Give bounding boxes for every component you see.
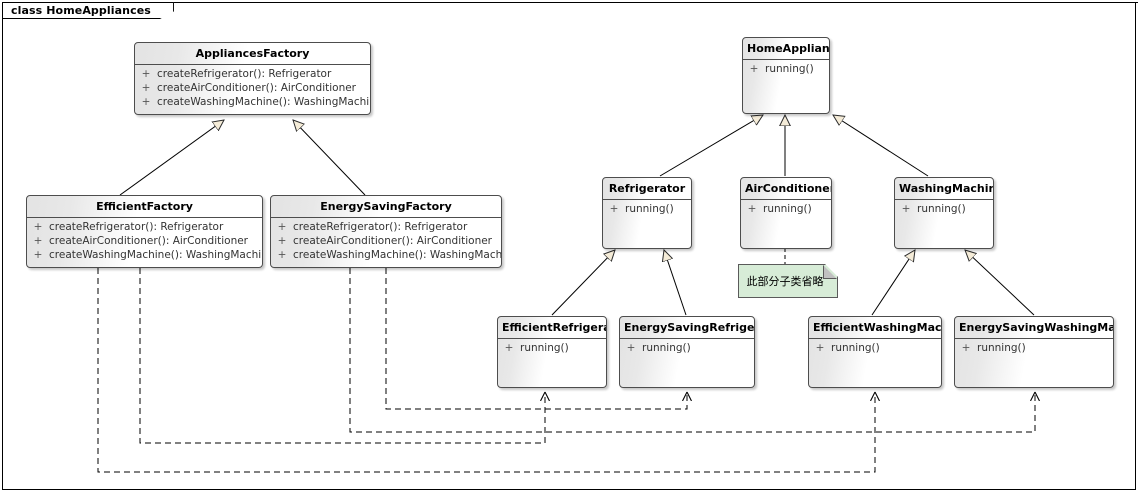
member-signature: running() [763,203,812,215]
member-signature: running() [765,63,814,75]
visibility-marker: + [277,249,287,261]
member-signature: running() [977,342,1026,354]
visibility-marker: + [504,342,514,354]
class-name: EnergySavingRefrigerator [620,317,754,339]
class-efficient-factory[interactable]: EfficientFactory + createRefrigerator():… [26,195,263,268]
member-signature: createAirConditioner(): AirConditioner [49,235,248,247]
member-list: + createRefrigerator(): Refrigerator + c… [271,218,501,265]
member-row: + createWashingMachine(): WashingMachine [135,95,370,109]
visibility-marker: + [33,221,43,233]
visibility-marker: + [33,249,43,261]
member-signature: running() [642,342,691,354]
member-row: + createWashingMachine(): WashingMachine [27,248,262,262]
class-efficient-washing-machine[interactable]: EfficientWashingMachine + running() [808,316,942,388]
class-name: EnergySavingWashingMachine [955,317,1113,339]
class-name: EnergySavingFactory [271,196,501,218]
visibility-marker: + [961,342,971,354]
member-list: + running() [741,200,831,219]
member-row: + createAirConditioner(): AirConditioner [135,81,370,95]
class-name: HomeAppliances [743,38,829,60]
member-row: + running() [741,202,831,216]
member-signature: running() [917,203,966,215]
class-name: Refrigerator [603,178,691,200]
class-energy-saving-washing-machine[interactable]: EnergySavingWashingMachine + running() [954,316,1114,388]
member-signature: running() [831,342,880,354]
member-signature: running() [625,203,674,215]
member-list: + running() [498,339,606,358]
visibility-marker: + [33,235,43,247]
class-refrigerator[interactable]: Refrigerator + running() [602,177,692,249]
member-signature: createAirConditioner(): AirConditioner [157,82,356,94]
member-row: + running() [955,341,1113,355]
member-list: + createRefrigerator(): Refrigerator + c… [135,65,370,112]
visibility-marker: + [141,68,151,80]
member-signature: running() [520,342,569,354]
member-row: + running() [620,341,754,355]
member-list: + running() [603,200,691,219]
member-row: + createRefrigerator(): Refrigerator [271,220,501,234]
member-row: + createWashingMachine(): WashingMachine [271,248,501,262]
member-signature: createWashingMachine(): WashingMachine [157,96,371,108]
member-signature: createWashingMachine(): WashingMachine [49,249,263,261]
class-energy-saving-refrigerator[interactable]: EnergySavingRefrigerator + running() [619,316,755,388]
class-name: WashingMachine [895,178,993,200]
visibility-marker: + [609,203,619,215]
class-name: AppliancesFactory [135,43,370,65]
diagram-frame-label: class HomeAppliances [2,2,174,19]
class-efficient-refrigerator[interactable]: EfficientRefrigerator + running() [497,316,607,388]
member-row: + running() [603,202,691,216]
member-signature: createRefrigerator(): Refrigerator [157,68,332,80]
visibility-marker: + [141,82,151,94]
class-name: EfficientFactory [27,196,262,218]
member-list: + createRefrigerator(): Refrigerator + c… [27,218,262,265]
note-text: 此部分子类省略 [746,275,824,288]
member-signature: createAirConditioner(): AirConditioner [293,235,492,247]
visibility-marker: + [747,203,757,215]
member-list: + running() [743,60,829,79]
class-air-conditioner[interactable]: AirConditioner + running() [740,177,832,249]
member-signature: createRefrigerator(): Refrigerator [49,221,224,233]
visibility-marker: + [626,342,636,354]
member-list: + running() [895,200,993,219]
visibility-marker: + [749,63,759,75]
member-signature: createRefrigerator(): Refrigerator [293,221,468,233]
visibility-marker: + [901,203,911,215]
class-appliances-factory[interactable]: AppliancesFactory + createRefrigerator()… [134,42,371,115]
note-omitted-subclasses[interactable]: 此部分子类省略 [738,264,838,298]
visibility-marker: + [277,235,287,247]
member-row: + createAirConditioner(): AirConditioner [27,234,262,248]
class-washing-machine[interactable]: WashingMachine + running() [894,177,994,249]
member-list: + running() [620,339,754,358]
visibility-marker: + [277,221,287,233]
member-row: + running() [809,341,941,355]
class-home-appliances[interactable]: HomeAppliances + running() [742,37,830,114]
member-signature: createWashingMachine(): WashingMachine [293,249,502,261]
member-list: + running() [955,339,1113,358]
class-name: EfficientWashingMachine [809,317,941,339]
member-row: + createAirConditioner(): AirConditioner [271,234,501,248]
class-name: AirConditioner [741,178,831,200]
member-row: + running() [743,62,829,76]
class-energy-saving-factory[interactable]: EnergySavingFactory + createRefrigerator… [270,195,502,268]
visibility-marker: + [815,342,825,354]
member-row: + running() [498,341,606,355]
diagram-frame-top-edge [140,2,1138,3]
member-row: + running() [895,202,993,216]
member-row: + createRefrigerator(): Refrigerator [135,67,370,81]
member-row: + createRefrigerator(): Refrigerator [27,220,262,234]
class-name: EfficientRefrigerator [498,317,606,339]
member-list: + running() [809,339,941,358]
visibility-marker: + [141,96,151,108]
